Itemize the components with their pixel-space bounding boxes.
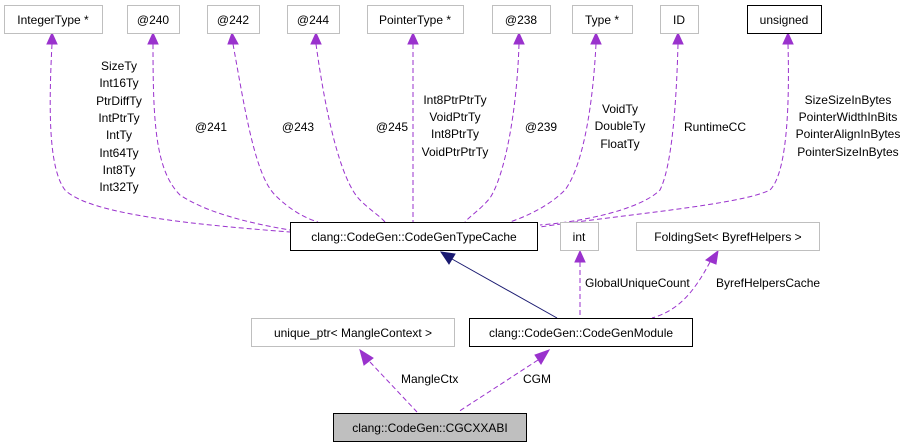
edge-integer-type — [49, 43, 291, 233]
edge-folding-set — [651, 261, 711, 319]
edge-label: VoidTy — [602, 102, 638, 116]
edge-label: Int8PtrPtrTy — [423, 93, 486, 107]
edge-label: Int8Ty — [103, 163, 136, 177]
edge-label: PtrDiffTy — [96, 94, 142, 108]
edge-label: SizeSizeInBytes — [805, 93, 892, 107]
edge-label: Int32Ty — [99, 180, 138, 194]
node-anon-240[interactable]: @240 — [127, 5, 180, 34]
node-code-gen-module[interactable]: clang::CodeGen::CodeGenModule — [469, 318, 693, 347]
edge-label: PointerSizeInBytes — [797, 145, 898, 159]
node-label: Type * — [585, 13, 619, 27]
node-label: clang::CodeGen::CGCXXABI — [352, 421, 507, 435]
nodes: IntegerType * @240 @242 @244 PointerType… — [4, 5, 822, 442]
edge-anon-242 — [232, 43, 319, 223]
edge-label: PointerAlignInBytes — [796, 127, 901, 141]
edge-label: RuntimeCC — [684, 120, 746, 134]
node-cgcxxabi[interactable]: clang::CodeGen::CGCXXABI — [333, 413, 527, 442]
edge-label: VoidPtrPtrTy — [422, 145, 489, 159]
edge-label: CGM — [523, 372, 551, 386]
node-label: unsigned — [760, 13, 809, 27]
node-anon-242[interactable]: @242 — [207, 5, 260, 34]
edge-label: GlobalUniqueCount — [585, 276, 690, 290]
node-unique-ptr[interactable]: unique_ptr< MangleContext > — [251, 318, 455, 347]
edge-label: FloatTy — [600, 137, 639, 151]
node-type-ptr[interactable]: Type * — [572, 5, 633, 34]
edges — [46, 31, 794, 413]
edge-label: ByrefHelpersCache — [716, 276, 820, 290]
edge-label: DoubleTy — [595, 119, 646, 133]
node-label: @238 — [505, 13, 538, 27]
node-label: clang::CodeGen::CodeGenTypeCache — [311, 230, 517, 244]
arrow-head — [227, 31, 239, 45]
arrow-head — [359, 348, 374, 366]
edge-label: @239 — [525, 120, 558, 134]
node-label: IntegerType * — [17, 13, 89, 27]
node-label: @244 — [297, 13, 330, 27]
arrow-head — [782, 31, 794, 45]
edge-label: IntTy — [106, 128, 132, 142]
arrow-head — [147, 31, 159, 45]
arrow-head — [574, 249, 586, 263]
arrow-head — [534, 349, 551, 365]
edge-code-gen-module — [457, 359, 539, 413]
node-label: ID — [673, 13, 685, 27]
edge-labels: SizeTy Int16Ty PtrDiffTy IntPtrTy IntTy … — [96, 59, 900, 386]
node-folding-set[interactable]: FoldingSet< ByrefHelpers > — [636, 222, 820, 251]
edge-label: @241 — [195, 120, 228, 134]
node-code-gen-type-cache[interactable]: clang::CodeGen::CodeGenTypeCache — [290, 222, 538, 251]
node-integer-type[interactable]: IntegerType * — [4, 5, 103, 34]
edge-inheritance — [451, 258, 558, 319]
node-label: @242 — [217, 13, 250, 27]
edge-anon-244 — [315, 43, 386, 223]
arrow-head — [590, 31, 602, 45]
node-id[interactable]: ID — [660, 5, 699, 34]
edge-unsigned — [539, 43, 789, 228]
arrow-head — [407, 31, 419, 45]
edge-label: Int16Ty — [99, 76, 138, 90]
node-int[interactable]: int — [560, 222, 599, 251]
edge-anon-238 — [464, 43, 520, 223]
node-label: clang::CodeGen::CodeGenModule — [489, 326, 673, 340]
edge-label: Int64Ty — [99, 146, 138, 160]
node-label: unique_ptr< MangleContext > — [274, 326, 432, 340]
edge-label: @243 — [282, 120, 315, 134]
node-anon-244[interactable]: @244 — [287, 5, 340, 34]
node-pointer-type[interactable]: PointerType * — [367, 5, 464, 34]
edge-label: @245 — [376, 120, 409, 134]
edge-id — [539, 43, 679, 226]
node-unsigned[interactable]: unsigned — [747, 5, 822, 34]
edge-label: MangleCtx — [401, 372, 458, 386]
arrow-head — [439, 251, 456, 265]
arrow-head — [704, 249, 719, 265]
edge-label: VoidPtrTy — [429, 110, 480, 124]
arrow-head — [310, 31, 322, 45]
edge-label: PointerWidthInBits — [799, 110, 898, 124]
node-label: @240 — [137, 13, 170, 27]
edge-type-ptr — [509, 43, 597, 223]
node-anon-238[interactable]: @238 — [492, 5, 551, 34]
node-label: FoldingSet< ByrefHelpers > — [654, 230, 801, 244]
arrow-head — [672, 31, 684, 45]
edge-unique-ptr — [369, 361, 418, 413]
node-label: int — [573, 230, 586, 244]
arrow-head — [513, 31, 525, 45]
edge-label: Int8PtrTy — [431, 127, 479, 141]
node-label: PointerType * — [379, 13, 451, 27]
arrow-head — [46, 31, 58, 45]
edge-label: SizeTy — [101, 59, 137, 73]
edge-anon-240 — [152, 43, 291, 231]
edge-label: IntPtrTy — [98, 111, 139, 125]
